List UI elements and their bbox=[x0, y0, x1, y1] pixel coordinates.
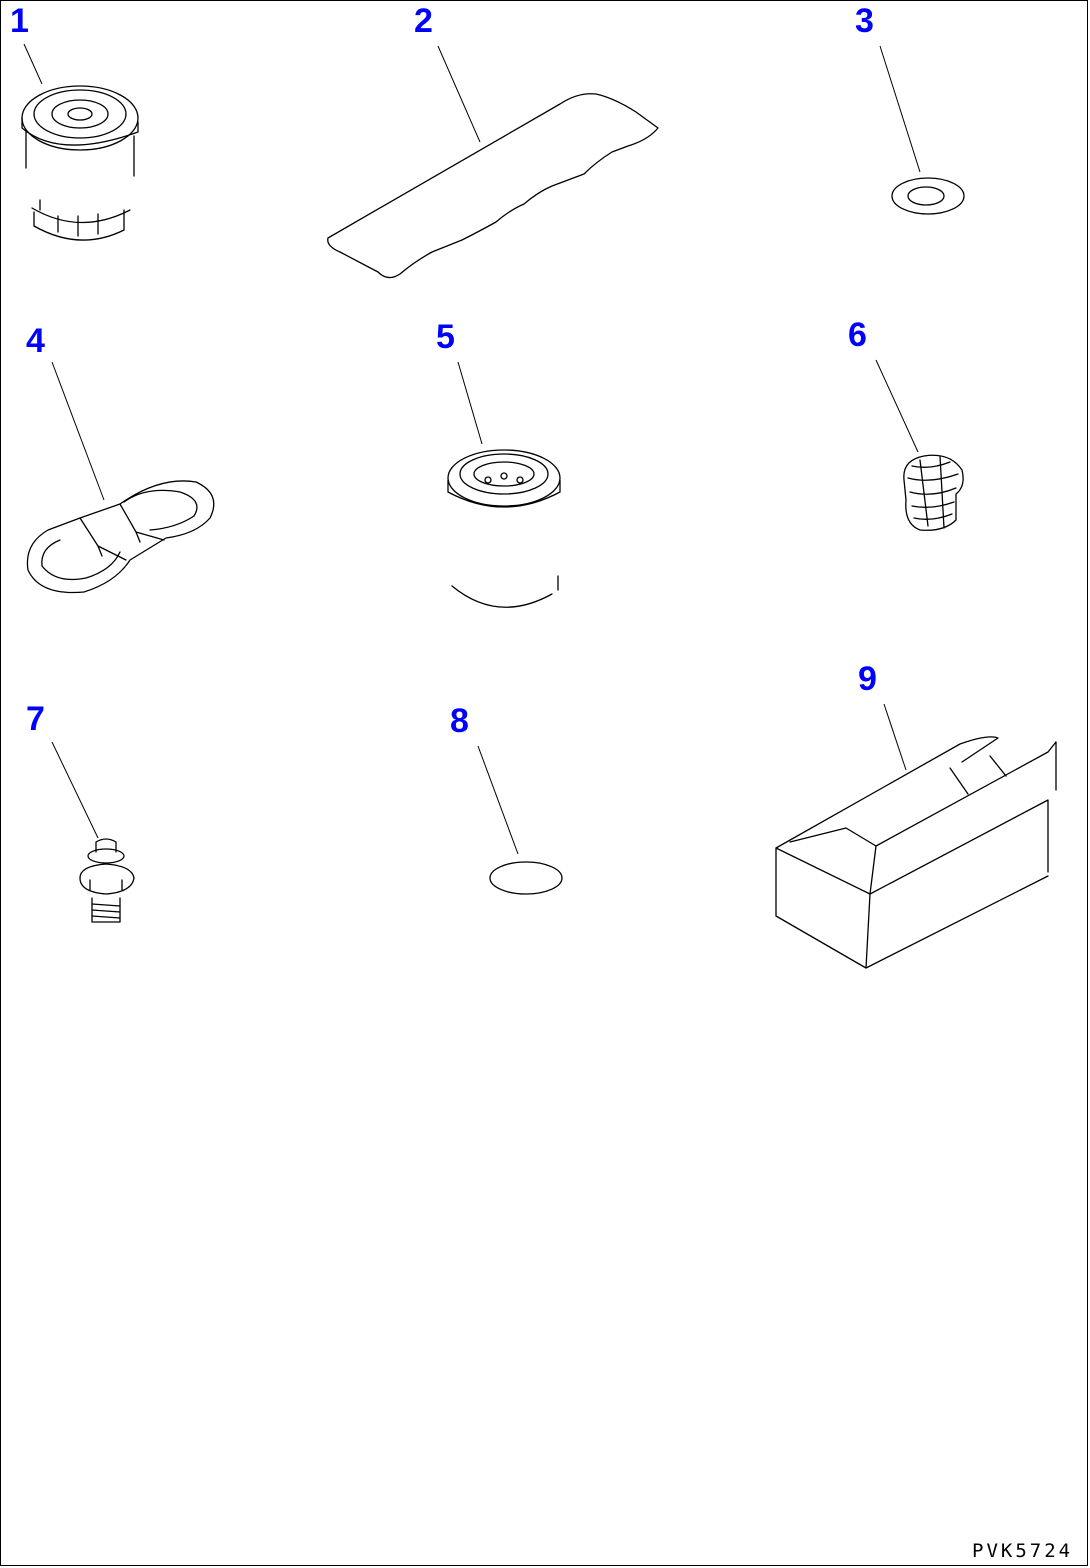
oil-filter-icon: 1 bbox=[10, 2, 139, 241]
fuel-filter-icon: 5 bbox=[436, 318, 561, 608]
callout-7[interactable]: 7 bbox=[26, 700, 45, 738]
o-ring-icon: 8 bbox=[450, 702, 563, 895]
callout-4[interactable]: 4 bbox=[26, 322, 45, 360]
fuel-strainer-icon: 6 bbox=[848, 316, 964, 531]
drain-plug-icon: 7 bbox=[26, 700, 135, 923]
callout-1[interactable]: 1 bbox=[10, 2, 29, 40]
parts-box-icon: 9 bbox=[775, 660, 1057, 969]
filter-wrench-icon: 4 bbox=[26, 322, 215, 594]
callout-3[interactable]: 3 bbox=[855, 2, 874, 40]
gasket-sheet-icon: 2 bbox=[327, 2, 659, 279]
callout-5[interactable]: 5 bbox=[436, 318, 455, 356]
drawing-code: PVK5724 bbox=[972, 1540, 1073, 1562]
callout-8[interactable]: 8 bbox=[450, 702, 469, 740]
washer-icon: 3 bbox=[855, 2, 965, 215]
callout-6[interactable]: 6 bbox=[848, 316, 867, 354]
callout-2[interactable]: 2 bbox=[414, 2, 433, 40]
callout-9[interactable]: 9 bbox=[858, 660, 877, 698]
